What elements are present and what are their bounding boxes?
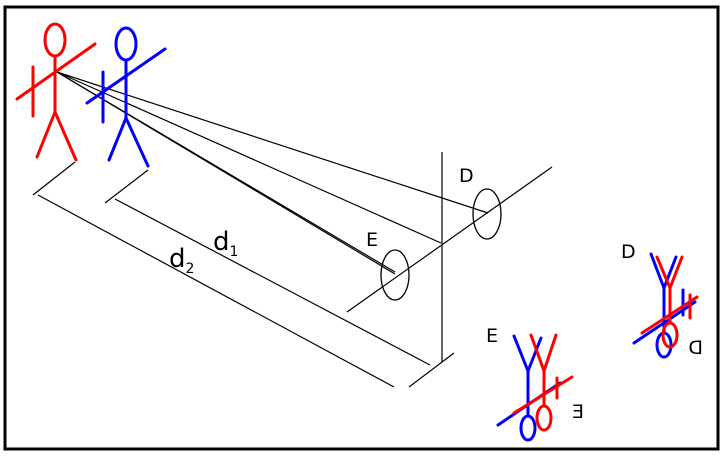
inset-e: E E	[486, 325, 584, 442]
sight-lines	[56, 71, 489, 275]
diagram-frame	[3, 5, 720, 451]
red-stick-figure-icon	[15, 22, 97, 162]
lens-e-label: E	[366, 229, 378, 251]
inset-d-label: D	[621, 241, 636, 263]
d1-label: d1	[213, 227, 238, 260]
blue-stick-figure-icon	[85, 26, 167, 168]
lens-d-icon	[472, 188, 502, 240]
inset-e-label: E	[486, 325, 498, 347]
inset-e-mirror-label: E	[572, 401, 584, 423]
distance-lines	[32, 161, 455, 388]
inset-d: D D	[621, 241, 703, 359]
lens-e-icon	[380, 249, 410, 301]
inverted-red-figure-icon	[512, 333, 574, 432]
lens-d-label: D	[459, 165, 474, 187]
inset-d-mirror-label: D	[688, 337, 703, 359]
d2-label: d2	[169, 244, 194, 277]
inverted-red-figure-icon	[640, 255, 699, 349]
screen-plane	[346, 152, 553, 362]
inverted-blue-figure-icon	[632, 252, 697, 359]
